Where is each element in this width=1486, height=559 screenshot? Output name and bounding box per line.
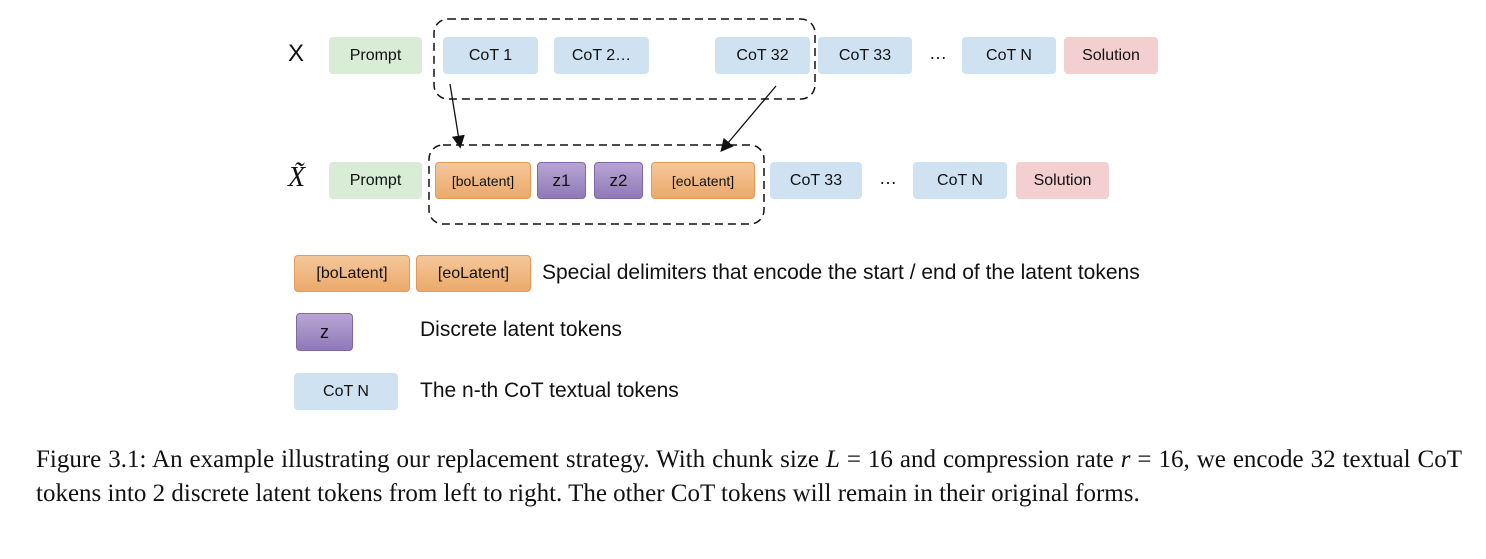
row-label-x: X <box>288 40 305 67</box>
start-mapping-arrow <box>449 83 465 149</box>
top-cot1-token: CoT 1 <box>443 37 538 74</box>
bottom-bolatent-token: [boLatent] <box>435 162 531 199</box>
legend-cot-swatch: CoT N <box>294 373 398 410</box>
legend-z-swatch: z <box>296 313 353 351</box>
end-mapping-arrow <box>720 85 777 152</box>
legend-eolatent-swatch: [eoLatent] <box>416 255 531 292</box>
bottom-z2-token: z2 <box>594 162 643 199</box>
bottom-solution-token: Solution <box>1016 162 1109 199</box>
top-cot33-token: CoT 33 <box>818 37 912 74</box>
bottom-ellipsis: … <box>879 168 897 188</box>
top-solution-token: Solution <box>1064 37 1158 74</box>
bottom-eolatent-token: [eoLatent] <box>651 162 755 199</box>
legend-bolatent-swatch: [boLatent] <box>294 255 410 292</box>
bottom-z1-token: z1 <box>537 162 586 199</box>
top-cot2-token: CoT 2… <box>554 37 649 74</box>
top-cot32-token: CoT 32 <box>715 37 810 74</box>
bottom-latent-group-outline <box>428 144 765 225</box>
top-prompt-token: Prompt <box>329 37 422 74</box>
bottom-prompt-token: Prompt <box>329 162 422 199</box>
legend-delimiter-description: Special delimiters that encode the start… <box>542 261 1140 284</box>
bottom-cotn-token: CoT N <box>913 162 1007 199</box>
bottom-cot33-token: CoT 33 <box>770 162 862 199</box>
legend-z-description: Discrete latent tokens <box>420 318 622 341</box>
top-cotn-token: CoT N <box>962 37 1056 74</box>
figure-caption: Figure 3.1: An example illustrating our … <box>36 446 1462 507</box>
top-compressed-group-outline <box>433 18 816 100</box>
row-label-x-tilde: X̃ <box>288 162 306 193</box>
legend-cot-description: The n-th CoT textual tokens <box>420 379 679 402</box>
top-ellipsis: … <box>929 43 947 63</box>
